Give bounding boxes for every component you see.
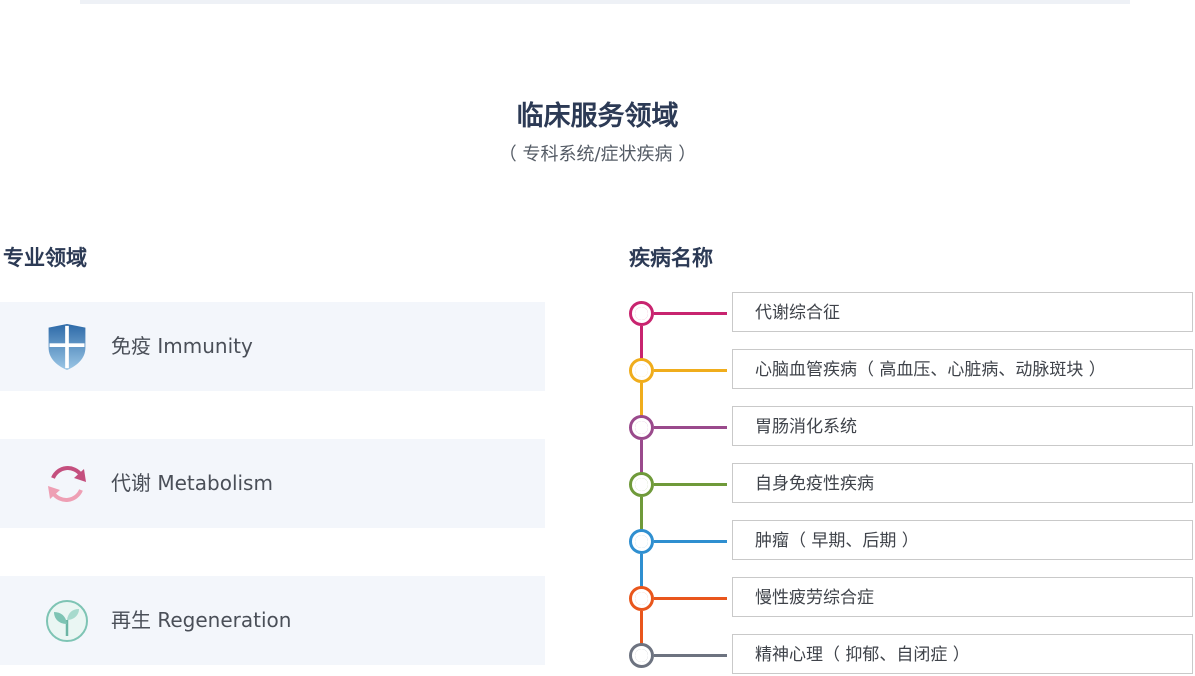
- timeline-segment: [640, 326, 643, 359]
- timeline-segment: [640, 611, 643, 644]
- disease-item[interactable]: 肿瘤（ 早期、后期 ）: [732, 520, 1193, 560]
- disease-label: 肿瘤（ 早期、后期 ）: [755, 531, 919, 551]
- field-label: 免疫 Immunity: [111, 334, 253, 358]
- shield-icon: [48, 324, 86, 370]
- disease-label: 心脑血管疾病（ 高血压、心脏病、动脉斑块 ）: [755, 360, 1106, 380]
- disease-section-title: 疾病名称: [629, 246, 713, 270]
- timeline-dot: [629, 301, 654, 326]
- timeline-segment: [640, 554, 643, 587]
- specialty-section-title: 专业领域: [3, 246, 87, 270]
- timeline-connector: [654, 426, 727, 429]
- timeline-segment: [640, 440, 643, 473]
- top-divider-strip: [80, 0, 1130, 4]
- disease-label: 精神心理（ 抑郁、自闭症 ）: [755, 645, 970, 665]
- timeline-connector: [654, 369, 727, 372]
- field-card-metabolism[interactable]: 代谢 Metabolism: [0, 439, 545, 528]
- timeline-segment: [640, 383, 643, 416]
- disease-label: 代谢综合征: [755, 303, 840, 323]
- disease-item[interactable]: 自身免疫性疾病: [732, 463, 1193, 503]
- timeline-dot: [629, 529, 654, 554]
- timeline-dot: [629, 415, 654, 440]
- field-card-regeneration[interactable]: 再生 Regeneration: [0, 576, 545, 665]
- timeline-dot: [629, 586, 654, 611]
- disease-item[interactable]: 心脑血管疾病（ 高血压、心脏病、动脉斑块 ）: [732, 349, 1193, 389]
- timeline-dot: [629, 358, 654, 383]
- timeline-connector: [654, 654, 727, 657]
- cycle-arrows-icon: [48, 466, 86, 502]
- sprout-icon: [46, 600, 88, 642]
- disease-item[interactable]: 慢性疲劳综合症: [732, 577, 1193, 617]
- disease-item[interactable]: 代谢综合征: [732, 292, 1193, 332]
- field-label: 再生 Regeneration: [111, 608, 292, 632]
- timeline-dot: [629, 643, 654, 668]
- page-title: 临床服务领域: [516, 101, 679, 132]
- timeline-connector: [654, 597, 727, 600]
- timeline-dot: [629, 472, 654, 497]
- disease-label: 胃肠消化系统: [755, 417, 857, 437]
- page-subtitle: （ 专科系统/症状疾病 ）: [498, 144, 697, 165]
- timeline-segment: [640, 497, 643, 530]
- disease-label: 慢性疲劳综合症: [755, 588, 874, 608]
- timeline-connector: [654, 312, 727, 315]
- timeline-connector: [654, 483, 727, 486]
- timeline-connector: [654, 540, 727, 543]
- disease-item[interactable]: 精神心理（ 抑郁、自闭症 ）: [732, 634, 1193, 674]
- field-label: 代谢 Metabolism: [111, 471, 273, 495]
- disease-label: 自身免疫性疾病: [755, 474, 874, 494]
- disease-item[interactable]: 胃肠消化系统: [732, 406, 1193, 446]
- field-card-immunity[interactable]: 免疫 Immunity: [0, 302, 545, 391]
